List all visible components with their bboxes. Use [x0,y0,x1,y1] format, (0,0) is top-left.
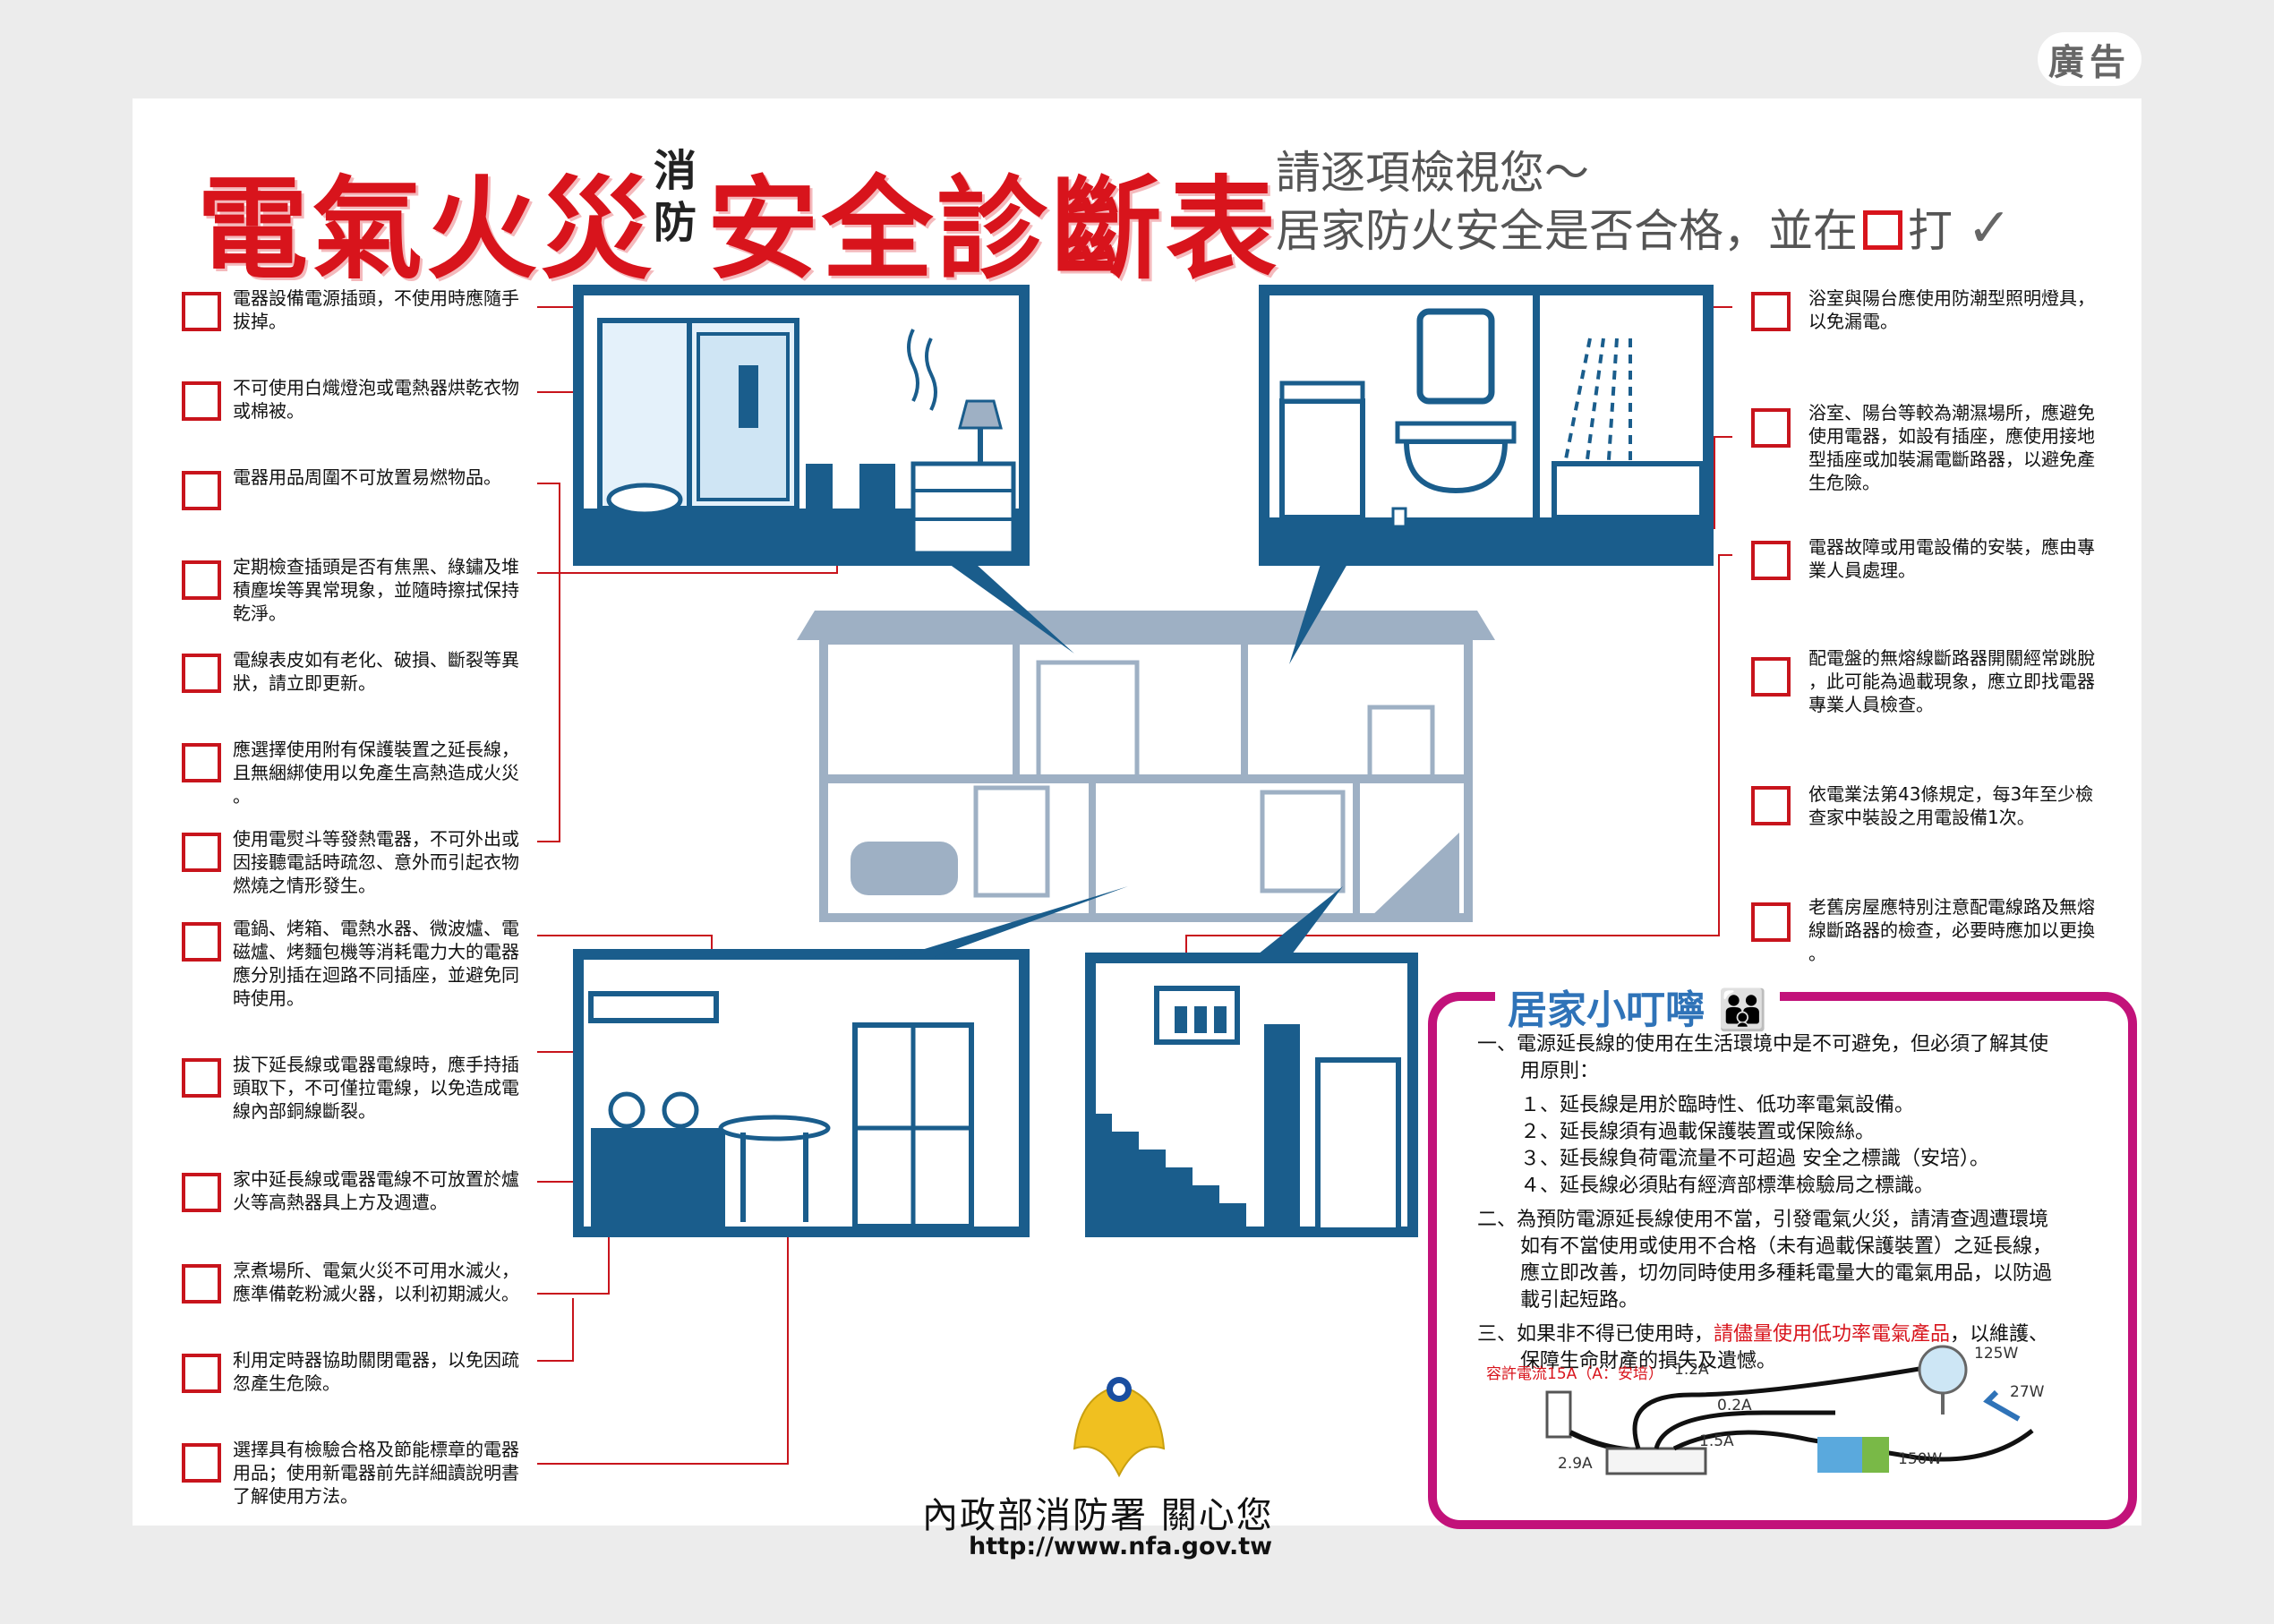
allowed-current-label: 容許電流15A（A：安培） [1486,1365,1663,1383]
watt-label-1: 125W [1974,1345,2019,1363]
right-item-6: 老舊房屋應特別注意配電線路及無熔線斷路器的檢查，必要時應加以更換。 [1808,896,2095,964]
right-item-4: 配電盤的無熔線斷路器開關經常跳脫，此可能為過載現象，應立即找電器專業人員檢查。 [1808,647,2095,715]
tips-p1: 一、電源延長線的使用在生活環境中是不可避免，但必須了解其使用原則： [1477,1031,2086,1085]
left-item-13: 選擇具有檢驗合格及節能標章的電器用品；使用新電器前先詳細讀說明書了解使用方法。 [233,1439,519,1507]
agency-url[interactable]: http://www.nfa.gov.tw [969,1533,1273,1560]
bedroom-scene [573,285,1030,566]
checkbox-12[interactable] [182,1354,221,1393]
stair-scene [1085,953,1418,1237]
amp-label-2: 0.2A [1717,1397,1752,1415]
checkbox-6[interactable] [182,743,221,782]
tips-p1-a: 一、電源延長線的使用在生活環境中是不可避免，但必須了解其使 [1477,1033,2049,1056]
tips-p3: 三、如果非不得已使用時，請儘量使用低功率電氣產品，以維護、保障生命財產的損失及遺… [1477,1321,2086,1375]
ad-badge: 廣告 [2038,32,2141,86]
checkbox-13[interactable] [182,1443,221,1483]
watt-label-3: 150W [1898,1450,1943,1468]
checkbox-2[interactable] [182,381,221,421]
checkbox-icon [1863,210,1902,250]
subtitle: 請逐項檢視您～ 居家防火安全是否合格，並在打 ✓ [1276,145,2012,259]
left-item-7: 使用電熨斗等發熱電器，不可外出或因接聽電話時疏忽、意外而引起衣物燃燒之情形發生。 [233,828,519,896]
left-item-1: 電器設備電源插頭，不使用時應隨手拔掉。 [233,287,519,332]
checkbox-11[interactable] [182,1264,221,1303]
checkbox-7[interactable] [182,833,221,872]
agency-emblem-icon [1073,1377,1166,1478]
tips-p1-item-1: １、延長線是用於臨時性、低功率電氣設備。 [1520,1094,1915,1116]
kitchen-scene [573,949,1030,1237]
agency-name: 內政部消防署 關心您 [922,1495,1274,1536]
left-item-9: 拔下延長線或電器電線時，應手持插頭取下，不可僅拉電線，以免造成電線內部銅線斷裂。 [233,1054,519,1122]
tips-p2-a: 二、為預防電源延長線使用不當，引發電氣火災，請清查週遭環境 [1477,1209,2049,1231]
tips-p2-d: 載引起短路。 [1520,1289,1639,1312]
left-item-8: 電鍋、烤箱、電熱水器、微波爐、電磁爐、烤麵包機等消耗電力大的電器應分別插在迴路不… [233,918,519,1009]
amp-label-4: 2.9A [1558,1455,1593,1473]
checkbox-r5[interactable] [1751,786,1791,825]
watt-label-2: 27W [2010,1383,2045,1401]
right-item-2: 浴室、陽台等較為潮濕場所，應避免使用電器，如設有插座，應使用接地型插座或加裝漏電… [1808,402,2095,493]
tips-p1-item-2: ２、延長線須有過載保護裝置或保險絲。 [1520,1121,1876,1143]
checkbox-r1[interactable] [1751,292,1791,331]
title-small: 消防 [654,146,697,248]
bathroom-scene [1259,285,1714,566]
tips-body: 一、電源延長線的使用在生活環境中是不可避免，但必須了解其使用原則： １、延長線是… [1477,1031,2086,1382]
left-item-4: 定期檢查插頭是否有焦黑、綠鏽及堆積塵埃等異常現象，並隨時擦拭保持乾淨。 [233,556,519,624]
left-item-10: 家中延長線或電器電線不可放置於爐火等高熱器具上方及週遭。 [233,1168,519,1213]
checkbox-3[interactable] [182,471,221,510]
checkbox-r2[interactable] [1751,408,1791,448]
tips-p1-item-4: ４、延長線必須貼有經濟部標準檢驗局之標識。 [1520,1175,1935,1197]
checkbox-9[interactable] [182,1058,221,1098]
subtitle-line2-b: 打 [1908,205,1953,257]
tips-p3-red: 請儘量使用低功率電氣產品 [1714,1323,1951,1346]
title-main: 電氣火災 [197,165,656,295]
checkbox-1[interactable] [182,292,221,331]
left-item-5: 電線表皮如有老化、破損、斷裂等異狀，請立即更新。 [233,649,519,694]
house-scene [797,611,1495,922]
tips-p2: 二、為預防電源延長線使用不當，引發電氣火災，請清查週遭環境如有不當使用或使用不合… [1477,1207,2086,1314]
subtitle-line1: 請逐項檢視您～ [1276,147,1589,199]
right-item-3: 電器故障或用電設備的安裝，應由專業人員處理。 [1808,536,2095,581]
subtitle-line2-a: 居家防火安全是否合格，並在 [1276,205,1858,257]
checkbox-5[interactable] [182,654,221,693]
left-item-3: 電器用品周圍不可放置易燃物品。 [233,466,501,488]
tips-p1-b: 用原則： [1520,1060,1600,1082]
family-icon: 👪 [1718,987,1768,1033]
checkmark-icon: ✓ [1966,197,2013,260]
right-item-5: 依電業法第43條規定，每3年至少檢查家中裝設之用電設備1次。 [1808,783,2094,828]
checkbox-8[interactable] [182,922,221,962]
left-item-2: 不可使用白熾燈泡或電熱器烘乾衣物或棉被。 [233,377,519,422]
tips-p2-c: 應立即改善，切勿同時使用多種耗電量大的電氣用品，以防過 [1520,1262,2053,1285]
left-item-6: 應選擇使用附有保護裝置之延長線，且無綑綁使用以免產生高熱造成火災。 [233,739,519,807]
title-main-2: 安全診斷表 [707,165,1281,295]
checkbox-r3[interactable] [1751,541,1791,580]
checkbox-r6[interactable] [1751,902,1791,942]
tips-p1-item-3: ３、延長線負荷電流量不可超過 安全之標識（安培）。 [1520,1148,1989,1170]
checkbox-r4[interactable] [1751,657,1791,697]
tips-title-text: 居家小叮嚀 [1508,987,1705,1033]
left-item-11: 烹煮場所、電氣火災不可用水滅火，應準備乾粉滅火器，以利初期滅火。 [233,1260,519,1304]
checkbox-4[interactable] [182,560,221,600]
checkbox-10[interactable] [182,1173,221,1212]
tips-title: 居家小叮嚀 👪 [1495,978,1781,1035]
right-item-1: 浴室與陽台應使用防潮型照明燈具，以免漏電。 [1808,287,2095,332]
tips-p3-b: ，以維護、 [1950,1323,2049,1346]
tips-p2-b: 如有不當使用或使用不合格（未有過載保護裝置）之延長線， [1520,1235,2053,1258]
left-item-12: 利用定時器協助關閉電器，以免因疏忽產生危險。 [233,1349,519,1394]
amp-label-1: 1.2A [1674,1361,1709,1379]
subtitle-line2: 居家防火安全是否合格，並在打 ✓ [1276,201,2012,259]
tips-p3-a: 三、如果非不得已使用時， [1477,1323,1714,1346]
amp-label-3: 1.5A [1699,1432,1734,1450]
